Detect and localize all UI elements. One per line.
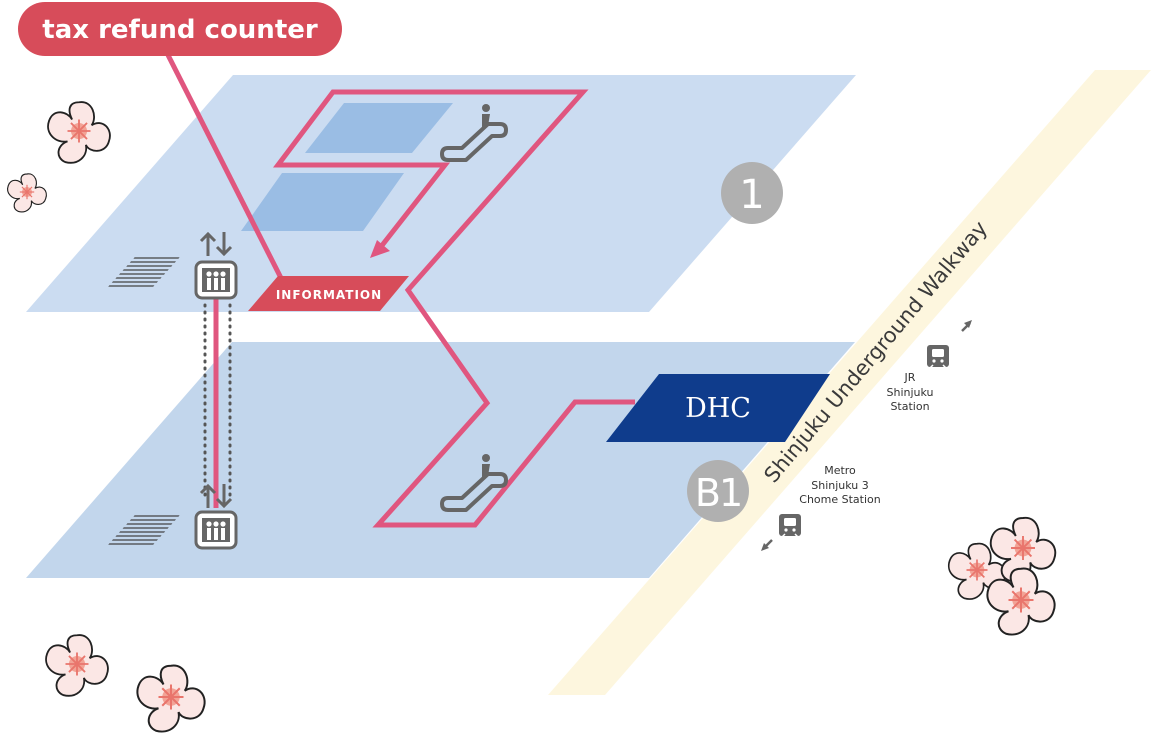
shop-block — [305, 103, 453, 153]
metro-station-line1: Metro — [824, 464, 856, 477]
cherry-blossom-icon — [136, 664, 206, 733]
shop-block — [241, 173, 404, 231]
elevator-icon — [194, 510, 238, 550]
store-name: DHC — [685, 393, 751, 424]
floor-number-1-circle — [721, 162, 783, 224]
jr-station-line3: Station — [890, 400, 929, 413]
dhc-store[interactable] — [606, 374, 830, 442]
floor-number-1: 1 — [739, 172, 764, 218]
train-icon[interactable] — [778, 513, 802, 538]
jr-station-line1: JR — [904, 371, 916, 384]
jr-station-line2: Shinjuku — [886, 386, 933, 399]
floor-number-b1: B1 — [695, 471, 741, 515]
train-icon[interactable] — [926, 344, 950, 369]
metro-direction-arrow-icon — [761, 539, 773, 551]
route-path — [272, 89, 635, 528]
route-arrowhead — [370, 240, 390, 258]
badge-pointer-line — [165, 53, 285, 282]
elevator-icon — [194, 260, 238, 300]
information-sign[interactable] — [248, 276, 409, 311]
tax-refund-label: tax refund counter — [42, 15, 318, 45]
floor-number-b1-circle — [687, 460, 749, 522]
metro-station-line3: Chome Station — [799, 493, 880, 506]
cherry-blossom-icon — [47, 101, 111, 164]
metro-station-line2: Shinjuku 3 — [811, 479, 869, 492]
cherry-blossom-icon — [45, 634, 109, 697]
floor-plate-1 — [26, 75, 856, 312]
information-label: INFORMATION — [276, 288, 382, 302]
jr-direction-arrow-icon — [961, 320, 972, 332]
walkway-band — [548, 70, 1151, 695]
tax-refund-badge[interactable] — [18, 2, 342, 56]
cherry-blossom-icon — [7, 173, 47, 213]
